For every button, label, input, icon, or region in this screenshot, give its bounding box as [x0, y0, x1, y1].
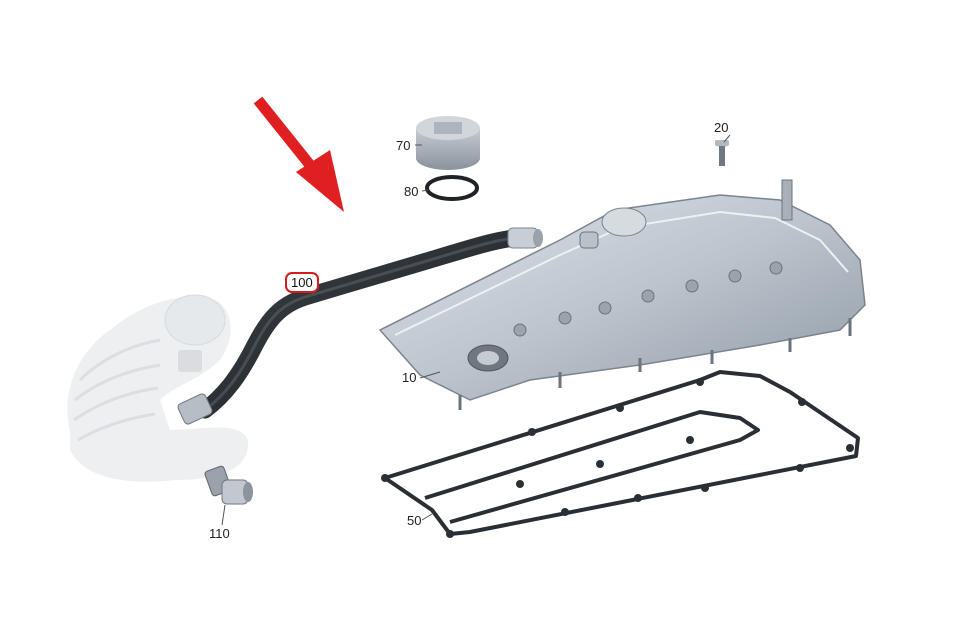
- breather-hose: [177, 227, 543, 425]
- bolt: [715, 140, 729, 166]
- callout-70[interactable]: 70: [396, 138, 411, 153]
- callout-100-highlighted[interactable]: 100: [285, 272, 319, 293]
- o-ring: [425, 175, 479, 201]
- gasket: [383, 370, 860, 536]
- oil-filler-cap: [416, 116, 480, 170]
- pointer-arrow: [253, 96, 344, 212]
- callout-20[interactable]: 20: [714, 120, 729, 135]
- valve-part: [204, 465, 253, 505]
- callout-50[interactable]: 50: [407, 513, 422, 528]
- valve-cover: [378, 179, 866, 410]
- intake-duct-ghost: [67, 294, 249, 482]
- callout-80[interactable]: 80: [404, 184, 419, 199]
- callout-110[interactable]: 110: [209, 526, 230, 541]
- callout-10[interactable]: 10: [402, 370, 417, 385]
